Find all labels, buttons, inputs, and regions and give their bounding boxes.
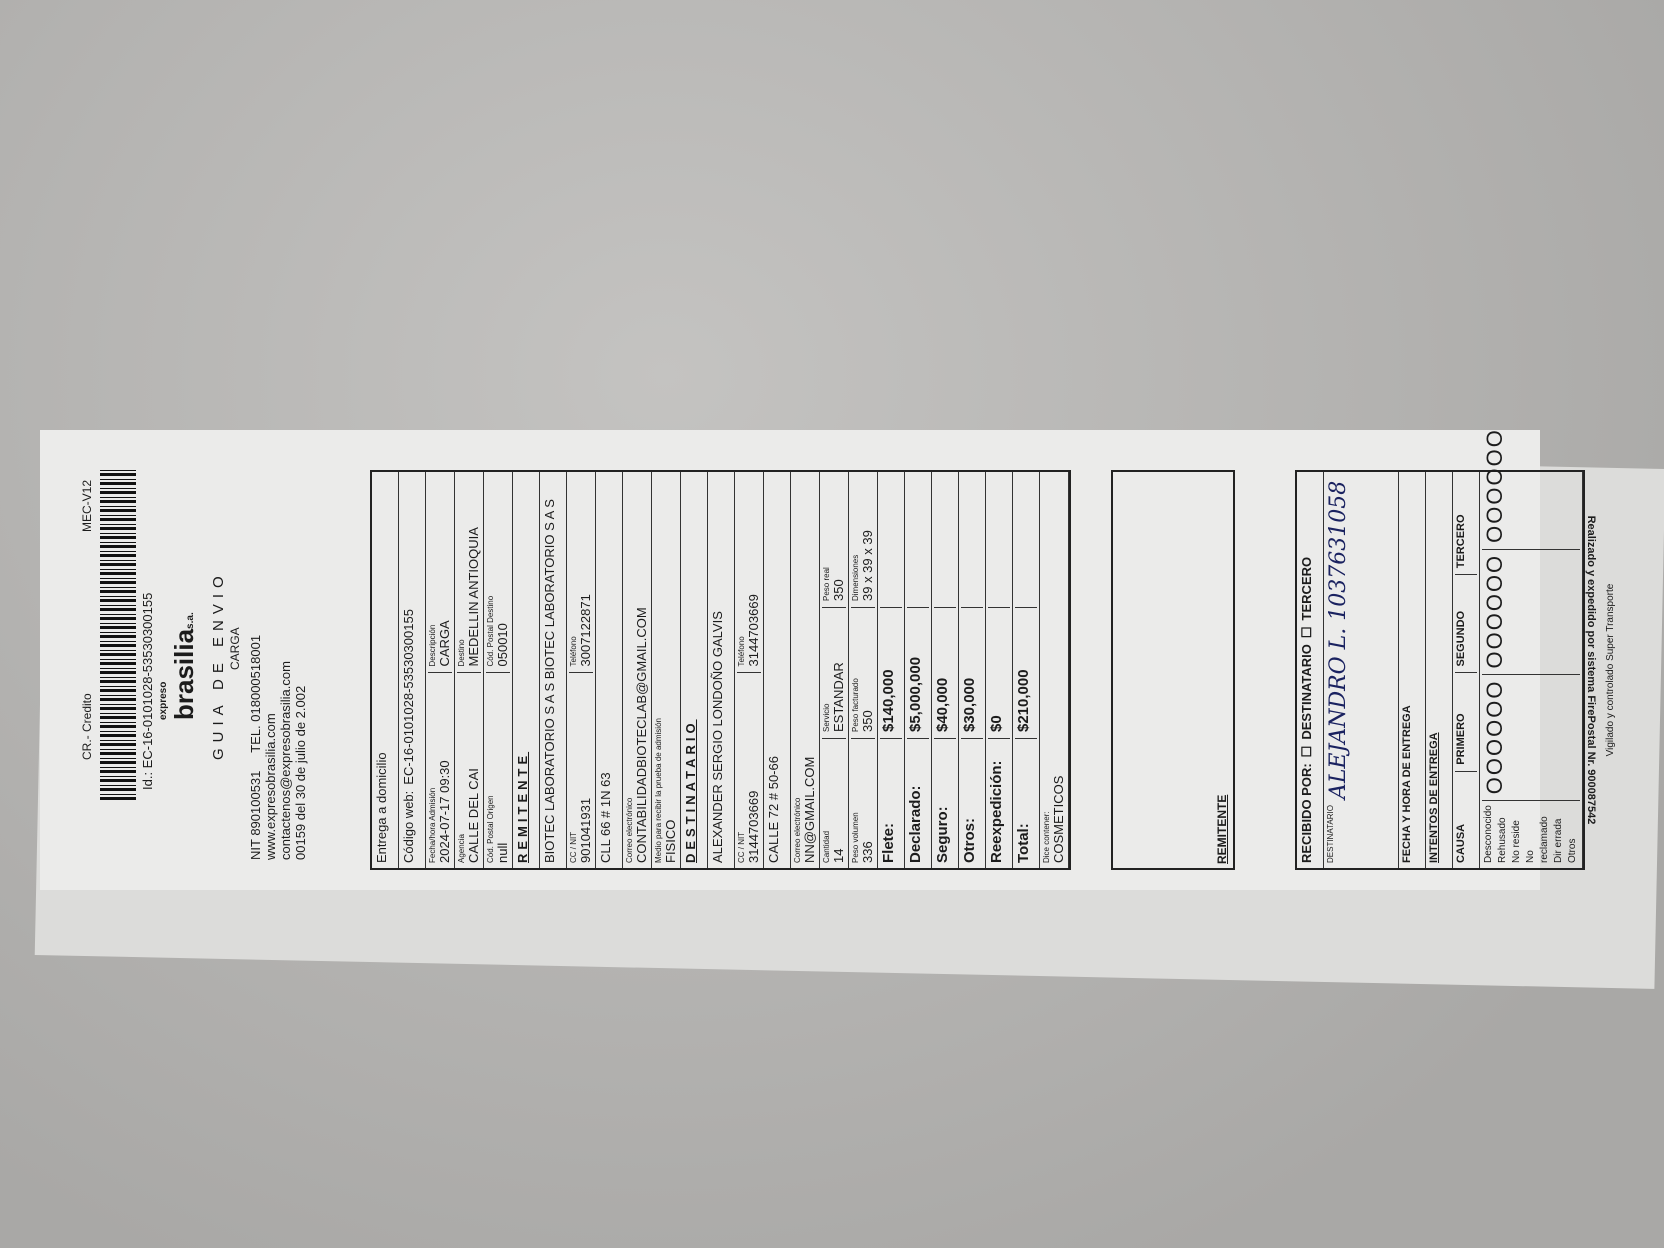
charge-other: Otros:$30,000 [959, 472, 986, 868]
checkbox-recipient[interactable]: ☐ [1299, 745, 1314, 758]
barcode [100, 470, 136, 800]
form-version: MEC-V12 [80, 480, 94, 533]
proof-row: Medio para recibir la prueba de admisión… [652, 472, 681, 868]
contents-row: Dice contener:COSMETICOS [1040, 472, 1069, 868]
sender-address: CLL 66 # 1N 63 [596, 472, 623, 868]
payment-type: CR.- Credito [80, 693, 94, 760]
guide-table: Entrega a domicilio Código web:EC-16-010… [370, 470, 1071, 870]
charge-declared: Declarado:$5,000,000 [905, 472, 932, 868]
delivery-date: FECHA Y HORA DE ENTREGA [1399, 472, 1426, 868]
sender-section: REMITENTE [513, 472, 540, 868]
system-footer: Realizado y expedido por sistema FirePos… [1585, 515, 1597, 825]
received-by-row: RECIBIDO POR:☐DESTINATARIO☐TERCERO [1297, 472, 1324, 868]
delivery-row: Entrega a domicilio [372, 472, 399, 868]
recipient-section: DESTINATARIO [681, 472, 708, 868]
sender-name: BIOTEC LABORATORIO S A S BIOTEC LABORATO… [540, 472, 567, 868]
handwritten-signature: ALEJANDRO L. 1037631058 [1326, 480, 1351, 800]
charge-total: Total:$210,000 [1013, 472, 1040, 868]
guide-id: Id.: EC-16-0101028-53530300155 [140, 592, 155, 790]
guide-header: CR.- Credito MEC-V12 Id.: EC-16-0101028-… [70, 470, 370, 870]
checkbox-third[interactable]: ☐ [1299, 626, 1314, 639]
supervision-footer: Vigilado y controlado Super Transporte [1605, 583, 1616, 757]
guide-subtitle: CARGA [228, 627, 242, 670]
charge-freight: Flete:$140,000 [878, 472, 905, 868]
recipient-name: ALEXANDER SERGIO LONDOÑO GALVIS [708, 472, 735, 868]
charge-insurance: Seguro:$40,000 [932, 472, 959, 868]
delivery-receipt: RECIBIDO POR:☐DESTINATARIO☐TERCERO DESTI… [1295, 428, 1585, 870]
recipient-address: CALLE 72 # 50-66 [764, 472, 791, 868]
charge-reshipping: Reexpedición:$0 [986, 472, 1013, 868]
sender-signature-box: REMITENTE [1111, 470, 1235, 870]
attempts-header: INTENTOS DE ENTREGA [1426, 472, 1453, 868]
shipping-guide: CR.- Credito MEC-V12 Id.: EC-16-0101028-… [40, 428, 1616, 890]
guide-title: GUIA DE ENVIO [210, 570, 227, 760]
web-code-row: Código web:EC-16-0101028-53530300155 [399, 472, 426, 868]
